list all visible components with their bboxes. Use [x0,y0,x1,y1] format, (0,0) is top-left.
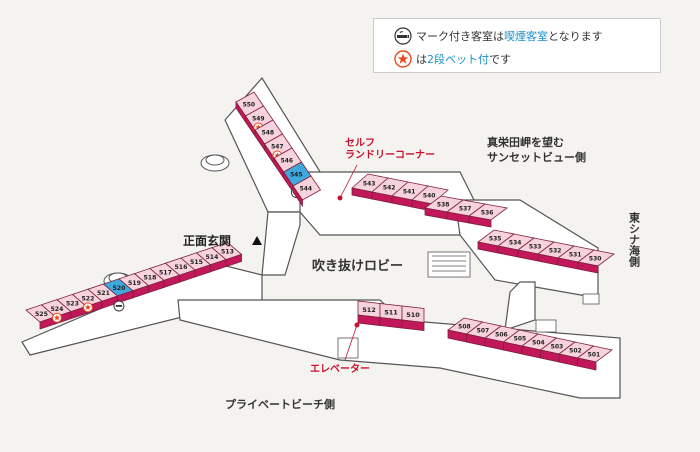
star-shape [274,152,281,159]
room-number: 519 [128,280,141,287]
room-number: 517 [159,269,172,276]
room-number: 536 [481,210,494,217]
cigarette-shape [115,305,123,307]
room-front-513[interactable] [225,253,242,268]
room-number: 537 [459,206,472,213]
room-number: 530 [589,256,602,263]
private-beach-label: プライベートビーチ側 [225,397,335,411]
room-number: 501 [588,352,601,359]
legend-smoking-highlight: 喫煙客室 [504,30,548,43]
room-number: 549 [252,116,265,123]
elevator-label: エレベーター [310,363,370,375]
room-number: 516 [174,264,187,271]
room-number: 506 [495,332,508,339]
laundry-label-1: セルフ [345,137,375,149]
room-number: 542 [383,185,396,192]
room-number: 504 [532,340,545,347]
legend-smoking-text-post: となります [548,30,603,43]
stairs [337,251,600,359]
room-number: 546 [281,158,294,165]
star-shape [53,314,60,321]
room-number: 548 [262,130,275,137]
room-front-530[interactable] [577,261,599,274]
laundry-marker [337,195,343,201]
legend-smoking-text-pre: マーク付き客室は [416,30,504,43]
legend-bunk-text-post: です [489,53,511,66]
room-number: 534 [509,240,522,247]
room-number: 543 [363,181,376,188]
star-shape [255,124,262,131]
legend-bunk-highlight: 2段ベット付 [427,53,489,66]
east-china-sea-label: 東シナ海側 [628,211,642,268]
legend-bunk-text-pre: は [416,53,427,66]
room-number: 522 [81,295,94,302]
legend-smoking-row: マーク付き客室は喫煙客室となります [394,27,603,45]
room-number: 505 [514,336,527,343]
sunset-view-label-1: 真栄田岬を望む [487,135,564,149]
room-number: 515 [190,259,203,266]
entrance-marker [252,236,262,245]
room-number: 503 [551,344,564,351]
room-number: 538 [437,202,450,209]
room-number: 521 [97,290,110,297]
room-number: 550 [243,102,256,109]
sunset-view-label-2: サンセットビュー側 [487,150,586,164]
star-shape [84,304,91,310]
room-number: 535 [489,236,502,243]
room-number: 514 [205,254,219,261]
lobby-label: 吹き抜けロビー [312,258,403,274]
room-number: 541 [403,189,416,196]
room-number: 510 [406,311,420,319]
room-number: 511 [384,308,398,316]
room-number: 544 [300,186,313,193]
smoking-room-icon [394,27,412,45]
room-number: 547 [271,144,284,151]
room-number: 508 [458,324,471,331]
room-number: 513 [221,249,234,256]
room-front-510[interactable] [401,319,425,331]
room-number: 545 [290,172,303,179]
elevator-marker [354,322,360,328]
room-front-501[interactable] [577,357,597,371]
room-front-544[interactable] [292,184,303,208]
room-number: 525 [35,311,48,318]
room-front-536[interactable] [468,215,492,228]
room-number: 531 [569,252,582,259]
room-number: 532 [549,248,562,255]
laundry-label-2: ランドリーコーナー [345,149,435,161]
room-number: 518 [143,275,156,282]
room-number: 502 [569,348,582,355]
room-number: 540 [423,193,436,200]
room-number: 523 [66,301,79,308]
entrance-label: 正面玄関 [183,233,231,248]
room-number: 524 [50,306,64,313]
room-number: 533 [529,244,542,251]
room-number: 512 [362,306,376,314]
room-number: 520 [112,285,126,292]
room-number: 507 [477,328,490,335]
star-icon [394,50,412,68]
